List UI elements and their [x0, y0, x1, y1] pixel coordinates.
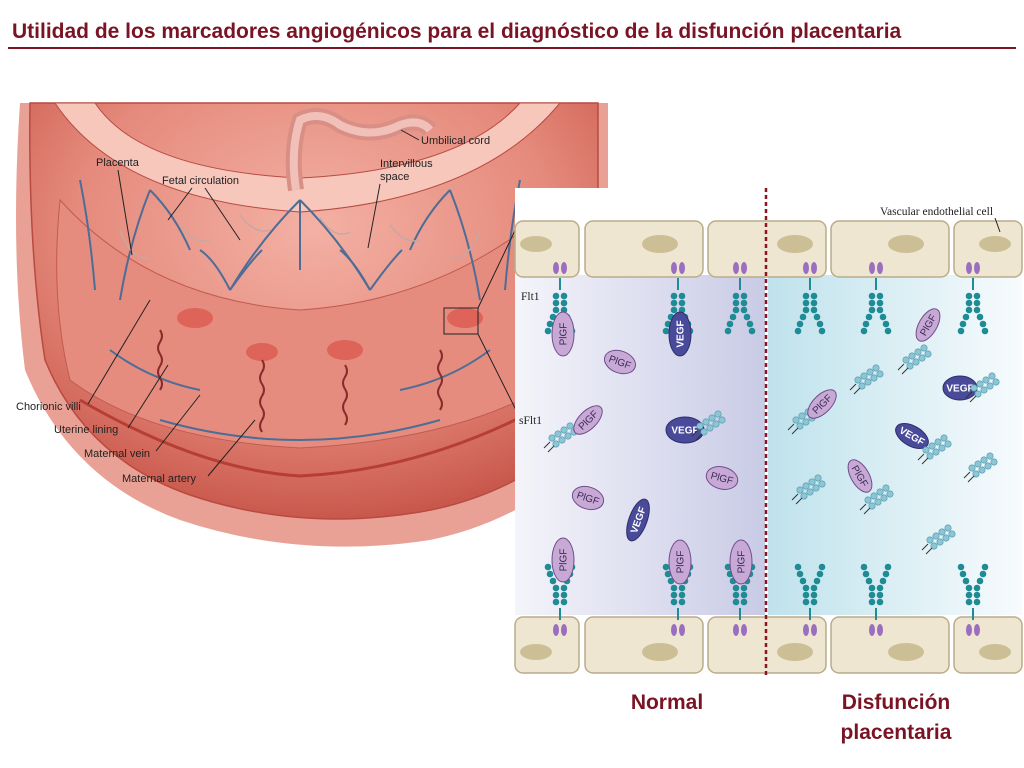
label-vascular-endothelial-cell: Vascular endothelial cell — [880, 206, 993, 218]
label-normal: Normal — [630, 691, 704, 714]
label-sflt1: sFlt1 — [519, 415, 542, 427]
normal-sflt1-complexes: PlGF VEGF — [543, 405, 726, 453]
label-intervillous-space-2: space — [380, 171, 409, 183]
label-maternal-vein: Maternal vein — [84, 448, 150, 460]
label-placenta: Placenta — [96, 157, 140, 169]
placenta-illustration — [16, 102, 608, 547]
label-dysfunction-line2: placentaria — [840, 721, 952, 744]
label-uterine-lining: Uterine lining — [54, 424, 118, 436]
endothelial-cells-top — [514, 220, 1023, 278]
plgf-bound-bottom-3-label: PlGF — [737, 551, 748, 574]
vegf-bound-top-label: VEGF — [676, 320, 687, 347]
label-intervillous-space-1: Intervillous — [380, 158, 433, 170]
label-maternal-artery: Maternal artery — [122, 473, 196, 485]
label-flt1: Flt1 — [521, 291, 540, 303]
normal-bound-ligands: PlGF VEGF PlGF PlGF PlGF — [551, 311, 753, 585]
title-underline — [8, 47, 1016, 49]
label-umbilical-cord: Umbilical cord — [421, 135, 490, 147]
label-dysfunction-line1: Disfunción — [841, 691, 951, 714]
vessel-diagram: PlGF VEGF PlGF PlGF PlGF PlGF — [514, 188, 1023, 678]
label-fetal-circulation: Fetal circulation — [162, 175, 239, 187]
plgf-bound-bottom-1-label: PlGF — [559, 549, 570, 572]
dysfunction-sflt1-complexes: PlGF PlGF VEGF VEGF PlGF — [787, 308, 1000, 555]
plgf-bound-bottom-2-label: PlGF — [676, 551, 687, 574]
label-chorionic-villi: Chorionic villi — [16, 401, 81, 413]
placenta-labels: Umbilical cord Placenta Fetal circulatio… — [16, 129, 490, 485]
vessel-labels: Vascular endothelial cell Flt1 sFlt1 — [519, 206, 1001, 427]
normal-free-ligands: PlGF PlGF PlGF VEGF — [571, 349, 739, 542]
vegf-sflt1-dys-1-label: VEGF — [946, 384, 973, 395]
slide-title: Utilidad de los marcadores angiogénicos … — [12, 20, 902, 43]
endothelial-cells-bottom — [514, 616, 1023, 674]
plgf-bound-top-label: PlGF — [559, 323, 570, 346]
vegf-sflt1-normal-label: VEGF — [671, 426, 698, 437]
